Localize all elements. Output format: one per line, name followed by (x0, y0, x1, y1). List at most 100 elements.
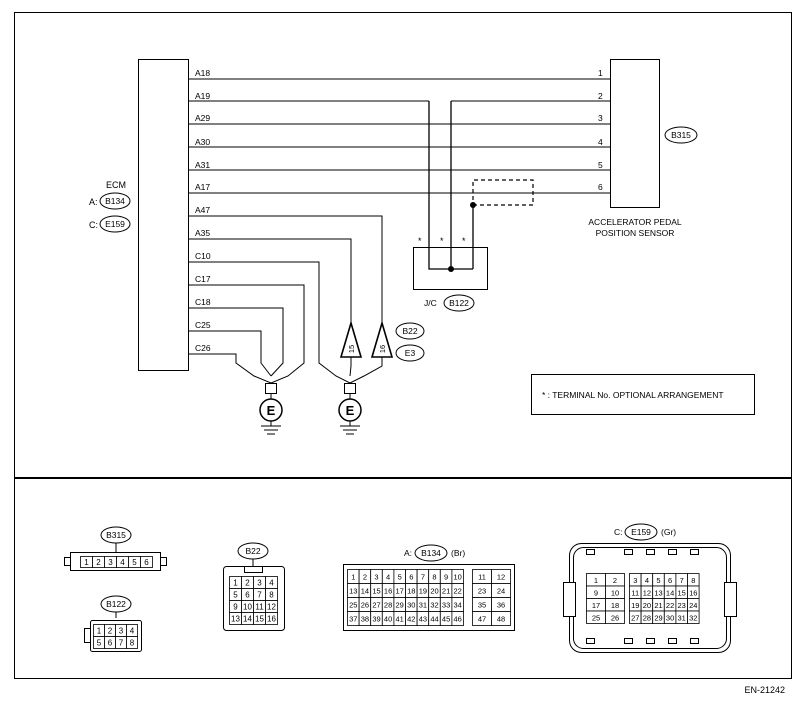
wire-c10 (189, 261, 351, 384)
signal-wires (189, 78, 610, 194)
e159-latch-left (563, 582, 576, 617)
wire-c25 (189, 330, 272, 377)
b134-pin-label: 38 (361, 615, 369, 624)
b122-pin-label: 3 (119, 627, 124, 636)
b134-right-pin-label: 35 (478, 601, 486, 610)
b134-right-pin-label: 47 (478, 615, 486, 624)
ecm-terminal-labels: A18 A19 A29 A30 A31 A17 A47 A35 C10 C17 … (195, 68, 211, 353)
b134-pin-label: 20 (430, 587, 438, 596)
e159-key-bottom (624, 638, 633, 644)
ecm-terminal-c17: C17 (195, 274, 211, 284)
e159-pin-label: 3 (633, 576, 637, 585)
b134-pin-label: 18 (407, 587, 415, 596)
ecm-conn-c-prefix: C: (89, 220, 98, 230)
sensor-label-line1: ACCELERATOR PEDAL (588, 217, 681, 227)
legend-text: * : TERMINAL No. OPTIONAL ARRANGEMENT (542, 390, 724, 400)
b134-pin-label: 43 (419, 615, 427, 624)
e159-name: E159 (631, 527, 651, 537)
b134-right-pin-label: 24 (497, 587, 505, 596)
b22-key (244, 566, 263, 573)
sensor-pin-1: 1 (598, 68, 603, 78)
e159-color: (Gr) (661, 527, 676, 537)
b134-pin-label: 31 (419, 601, 427, 610)
b315-pin-cell (140, 556, 153, 568)
sensor-pin-4: 4 (598, 137, 603, 147)
e159-pin-label: 12 (643, 588, 651, 597)
legend-box (531, 374, 755, 415)
e159-pin-label: 11 (631, 588, 639, 597)
b315-pin-label: 1 (84, 558, 89, 567)
ground-conn1-oval (395, 322, 425, 340)
e159-pin-label: 30 (666, 613, 674, 622)
b22-pin-label: 8 (269, 591, 274, 600)
b22-pin-label: 9 (233, 603, 238, 612)
b134-pin-label: 14 (361, 587, 369, 596)
b134-pin-label: 44 (430, 615, 438, 624)
b134-right-pin-label: 12 (497, 573, 505, 582)
e159-pin-label: 29 (654, 613, 662, 622)
b134-pin-label: 45 (442, 615, 450, 624)
sensor-label-line2: POSITION SENSOR (596, 228, 675, 238)
b134-pin-label: 17 (396, 587, 404, 596)
ground-conn2: E3 (405, 348, 416, 358)
e159-pin-label: 13 (654, 588, 662, 597)
b134-right-pin-label: 23 (478, 587, 486, 596)
b122-pin-label: 6 (108, 639, 113, 648)
sensor-connector: B315 (671, 130, 691, 140)
wire-t16-down (349, 357, 383, 384)
b22-pin-label: 16 (267, 615, 276, 624)
b22-pin-label: 6 (245, 591, 250, 600)
ecm-conn-c: E159 (105, 219, 125, 229)
b134-color: (Br) (451, 548, 465, 558)
b122-pin-label: 2 (108, 627, 113, 636)
e159-left-pin-label: 18 (611, 601, 619, 610)
e159-left-pin-cell (605, 610, 625, 624)
e159-pin-label: 31 (678, 613, 686, 622)
wire-a47 (189, 215, 383, 323)
ecm-terminal-a19: A19 (195, 91, 210, 101)
b134-prefix: A: (404, 548, 412, 558)
e159-pin-label: 32 (689, 613, 697, 622)
jc-star-2: * (440, 236, 444, 246)
b134-pin-label: 40 (384, 615, 392, 624)
e159-key-bottom (668, 638, 677, 644)
figure-id: EN-21242 (744, 685, 785, 695)
ecm-terminal-a35: A35 (195, 228, 210, 238)
e159-pin-label: 20 (643, 601, 651, 610)
ecm-terminal-a18: A18 (195, 68, 210, 78)
terminal-15-label: 15 (347, 345, 356, 353)
b315-pin-label: 6 (144, 558, 149, 567)
b315-latch-right (160, 557, 167, 566)
e159-pin-label: 19 (631, 601, 639, 610)
b122-pin-label: 8 (130, 639, 135, 648)
b122-name: B122 (106, 599, 126, 609)
ground-conn1: B22 (402, 326, 417, 336)
ground-right-lug (344, 383, 356, 394)
jc-conn-oval (443, 294, 475, 312)
e159-left-pin-label: 2 (613, 576, 617, 585)
e159-left-pin-label: 10 (611, 588, 619, 597)
b315-pin-label: 2 (96, 558, 101, 567)
e159-pin-label: 27 (631, 613, 639, 622)
e159-left-pin-label: 17 (592, 601, 600, 610)
wire-c26 (189, 353, 272, 384)
ecm-terminal-a29: A29 (195, 113, 210, 123)
ecm-terminal-a47: A47 (195, 205, 210, 215)
b315-name: B315 (106, 530, 126, 540)
b22-pin-label: 11 (255, 603, 264, 612)
b134-pin-label: 21 (442, 587, 450, 596)
b134-pin-label: 37 (349, 615, 357, 624)
b122-pin-label: 4 (130, 627, 135, 636)
e159-prefix: C: (614, 527, 623, 537)
ecm-conn-c-oval (99, 215, 131, 233)
b134-right-pin-cell (491, 611, 511, 626)
ground-left-label: E (267, 403, 276, 418)
b134-pin-label: 4 (386, 573, 390, 582)
b134-pin-label: 15 (372, 587, 380, 596)
e159-pin-label: 28 (643, 613, 651, 622)
ecm-conn-a-oval (99, 192, 131, 210)
sensor-pin-6: 6 (598, 182, 603, 192)
